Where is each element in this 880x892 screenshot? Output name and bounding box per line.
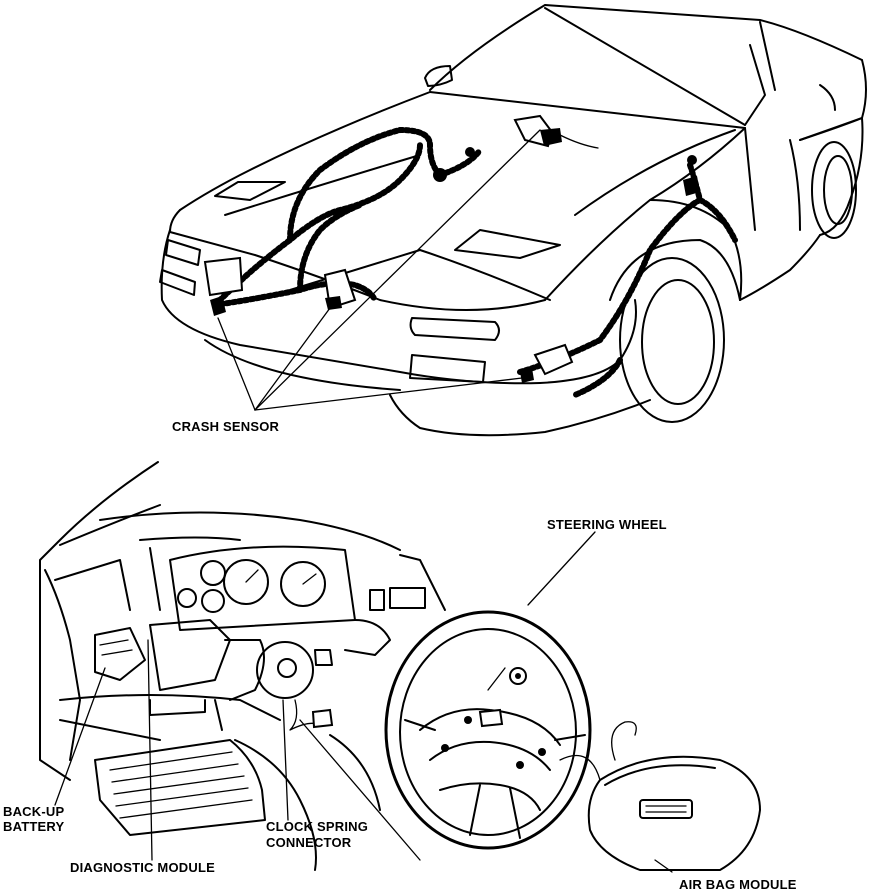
clock-spring-label-line2: CONNECTOR	[266, 835, 352, 850]
crash-sensor-units	[203, 114, 700, 383]
backup-battery-label-line2: BATTERY	[3, 819, 65, 834]
air-bag-module-label: AIR BAG MODULE	[679, 877, 797, 892]
car-illustration	[159, 4, 867, 437]
interior-leader-lines	[54, 531, 673, 873]
backup-battery-label-line1: BACK-UP	[3, 804, 65, 819]
steering-wheel-illustration	[384, 610, 592, 850]
air-bag-module-illustration	[559, 721, 761, 871]
diagnostic-module-label: DIAGNOSTIC MODULE	[70, 860, 215, 875]
car-wiring-harness	[212, 126, 738, 398]
steering-wheel-label: STEERING WHEEL	[547, 517, 667, 532]
dashboard-illustration	[39, 461, 446, 871]
crash-sensor-leaders	[217, 129, 541, 411]
crash-sensor-label: CRASH SENSOR	[172, 419, 280, 434]
clock-spring-label-line1: CLOCK SPRING	[266, 819, 369, 834]
